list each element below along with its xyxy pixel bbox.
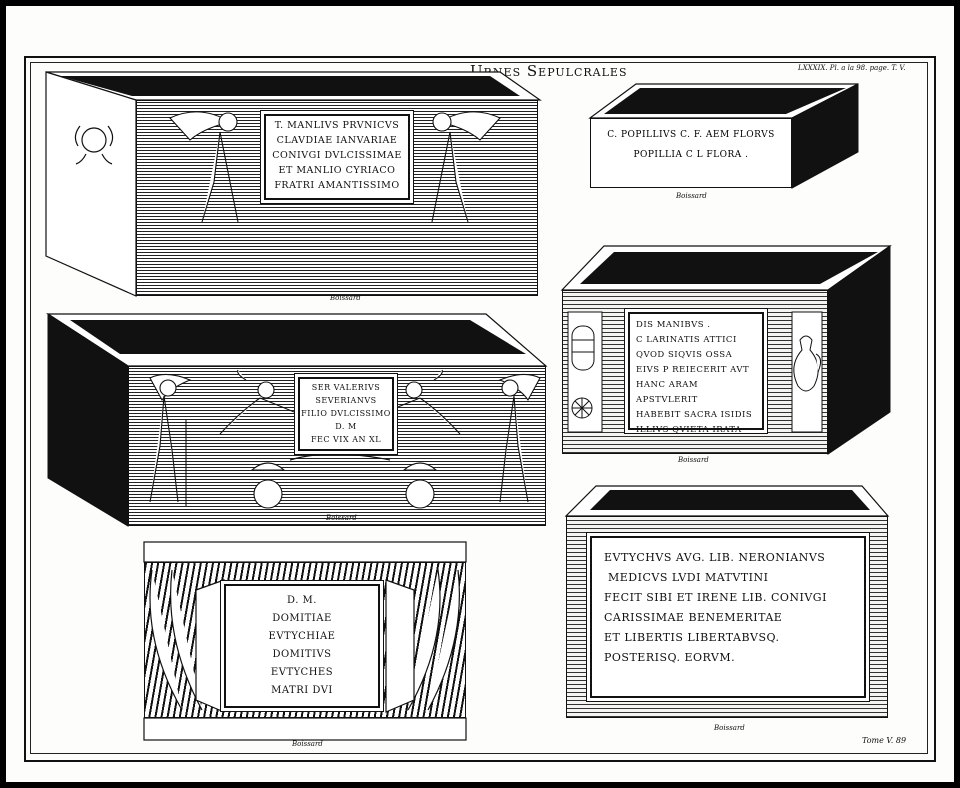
inscription-line: MEDICVS LVDI MATVTINI [608, 571, 769, 584]
inscription-line: HANC ARAM APSTVLERIT [636, 380, 699, 405]
inscription-line: MATRI DVI [271, 685, 333, 696]
inscription-line: POSTERISQ. EORVM. [604, 651, 736, 664]
inscription-line: C LARINATIS ATTICI [636, 335, 737, 345]
urn-1-inscription: T. MANLIVS PRVNICVS CLAVDIAE IANVARIAE C… [264, 114, 410, 200]
inscription-line: DIS MANIBVS . [636, 320, 711, 330]
inscription-line: POPILLIA C L FLORA . [633, 150, 749, 160]
plate-frame [24, 56, 936, 762]
inscription-line: D. M. [287, 595, 317, 606]
urn-3-inscription: SER VALERIVS SEVERIANVS FILIO DVLCISSIMO… [298, 377, 394, 451]
wheel-icon [571, 397, 593, 419]
ladder-icon [571, 325, 595, 371]
inscription-line: EVTYCHES [270, 667, 334, 678]
strigil-flutes [149, 569, 460, 711]
inscription-line: CONIVGI DVLCISSIMAE [272, 150, 402, 161]
standing-genius-right [498, 373, 541, 503]
winged-genius-left [169, 111, 239, 223]
flower-basket-icon [250, 462, 438, 509]
inscription-line: EIVS P REIECERIT AVT [636, 365, 750, 375]
inscription-line: CLAVDIAE IANVARIAE [276, 135, 398, 146]
inscription-line: FECIT SIBI ET IRENE LIB. CONIVGI [604, 591, 827, 604]
inscription-line: ET LIBERTIS LIBERTABVSQ. [604, 631, 780, 644]
medusa-head-icon [74, 125, 114, 165]
flying-cupid-right [385, 369, 461, 435]
inscription-line: C. POPILLIVS C. F. AEM FLORVS [607, 130, 775, 140]
urn-5-inscription: D. M. DOMITIAE EVTYCHIAE DOMITIVS EVTYCH… [224, 584, 380, 708]
plate-frame-inner [30, 62, 928, 754]
urn-6-credit: Boissard [714, 724, 745, 732]
ewer-icon [793, 335, 822, 392]
urn-6-inscription: EVTYCHVS AVG. LIB. NERONIANVS MEDICVS LV… [590, 536, 866, 698]
urn-4-credit: Boissard [678, 456, 709, 464]
inscription-line: ET MANLIO CYRIACO [278, 165, 396, 176]
winged-genius-right [431, 111, 501, 223]
urn-2-credit: Boissard [676, 192, 707, 200]
plate-reference: LXXXIX. Pl. a la 98. page. T. V. [798, 64, 906, 72]
inscription-line: T. MANLIVS PRVNICVS [274, 120, 400, 131]
inscription-line: QVOD SIQVIS OSSA [636, 350, 733, 360]
inscription-line: FEC VIX AN XL [310, 435, 382, 444]
inscription-line: EVTYCHVS AVG. LIB. NERONIANVS [604, 551, 826, 564]
inscription-line: SEVERIANVS [315, 396, 377, 405]
urn-3-credit: Boissard [326, 514, 357, 522]
inscription-line: ILLIVS QVIETA IRATA [636, 425, 742, 435]
urn-5-credit: Boissard [292, 740, 323, 748]
urn-1-credit: Boissard [330, 294, 361, 302]
inscription-line: CARISSIMAE BENEMERITAE [604, 611, 783, 624]
inscription-line: DOMITIVS [272, 649, 332, 660]
urn-4-inscription: DIS MANIBVS . C LARINATIS ATTICI QVOD SI… [628, 312, 764, 435]
inscription-line: D. M [335, 422, 357, 431]
plate-title: Urnes Sepulcrales [470, 62, 628, 80]
flying-cupid-left [219, 369, 295, 435]
standing-genius-left [149, 373, 192, 506]
inscription-line: HABEBIT SACRA ISIDIS [636, 410, 753, 420]
tome-number: Tome V. 89 [862, 736, 907, 745]
inscription-line: EVTYCHIAE [268, 631, 336, 642]
inscription-line: FILIO DVLCISSIMO [301, 409, 391, 418]
inscription-line: FRATRI AMANTISSIMO [274, 180, 400, 191]
inscription-line: DOMITIAE [272, 613, 332, 624]
inscription-line: SER VALERIVS [311, 383, 381, 392]
